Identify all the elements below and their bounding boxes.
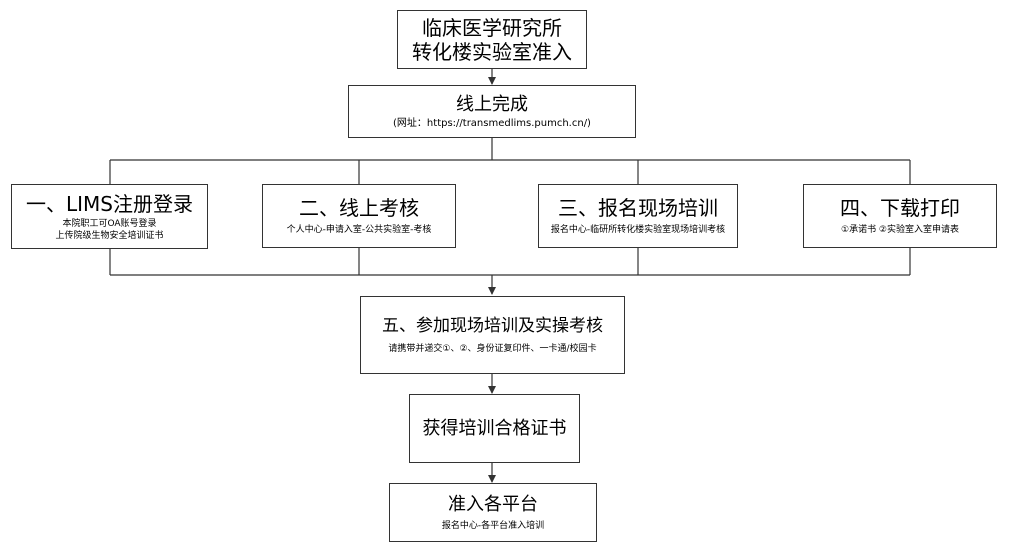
- node-step4-note: ①承诺书 ②实验室入室申请表: [841, 225, 959, 235]
- node-certificate-title: 获得培训合格证书: [422, 417, 567, 439]
- node-step2-note: 个人中心-申请入室-公共实验室-考核: [286, 225, 432, 235]
- node-step1-note-line1: 本院职工可OA账号登录: [62, 218, 157, 229]
- node-step4-title: 四、下载打印: [840, 196, 960, 220]
- node-top-title-line2: 转化楼实验室准入: [412, 39, 572, 64]
- node-step3: 三、报名现场培训 报名中心-临研所转化楼实验室现场培训考核: [538, 184, 738, 248]
- node-certificate: 获得培训合格证书: [409, 394, 580, 463]
- node-step1-title: 一、LIMS注册登录: [26, 191, 193, 216]
- node-top: 临床医学研究所 转化楼实验室准入: [397, 10, 587, 69]
- node-step3-note: 报名中心-临研所转化楼实验室现场培训考核: [550, 225, 726, 235]
- node-step3-title: 三、报名现场培训: [558, 196, 718, 220]
- node-step5-title: 五、参加现场培训及实操考核: [382, 316, 603, 336]
- node-step2: 二、线上考核 个人中心-申请入室-公共实验室-考核: [262, 184, 456, 248]
- node-step1-note-line2: 上传院级生物安全培训证书: [55, 230, 164, 241]
- node-platforms: 准入各平台 报名中心-各平台准入培训: [389, 483, 597, 542]
- node-online-title: 线上完成: [456, 94, 528, 115]
- node-top-title-line1: 临床医学研究所: [422, 15, 562, 40]
- node-online-url: (网址：https://transmedlims.pumch.cn/): [393, 118, 591, 129]
- node-step4: 四、下载打印 ①承诺书 ②实验室入室申请表: [803, 184, 997, 248]
- node-platforms-note: 报名中心-各平台准入培训: [441, 521, 545, 531]
- node-platforms-title: 准入各平台: [448, 494, 538, 515]
- node-step2-title: 二、线上考核: [299, 196, 419, 220]
- node-online: 线上完成 (网址：https://transmedlims.pumch.cn/): [348, 85, 636, 138]
- node-step1: 一、LIMS注册登录 本院职工可OA账号登录 上传院级生物安全培训证书: [11, 184, 208, 249]
- node-step5: 五、参加现场培训及实操考核 请携带并递交①、②、身份证复印件、一卡通/校园卡: [360, 296, 625, 374]
- node-step5-note: 请携带并递交①、②、身份证复印件、一卡通/校园卡: [388, 344, 597, 354]
